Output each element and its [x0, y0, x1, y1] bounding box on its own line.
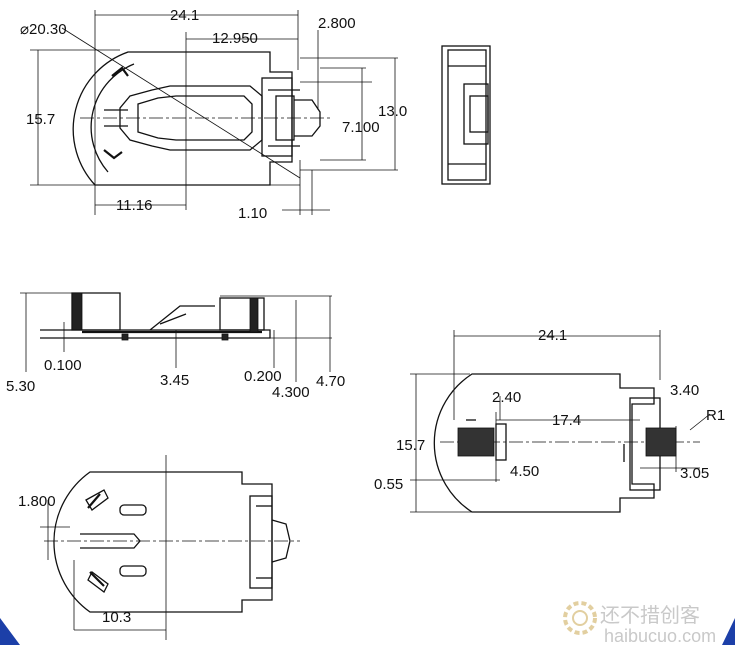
dim-fp-pad-gap: 2.40: [492, 389, 521, 406]
dim-side-thickness-b: 0.200: [244, 368, 282, 385]
dim-pin: 1.10: [238, 205, 267, 222]
dim-fp-pad-len: 4.50: [510, 463, 539, 480]
watermark: 还不措创客 haibucuo.com: [563, 601, 716, 645]
dim-height: 15.7: [26, 111, 55, 128]
watermark-url: haibucuo.com: [604, 626, 716, 645]
dim-side-thickness-a: 0.100: [44, 357, 82, 374]
gear-logo-icon: [563, 601, 597, 635]
corner-accent-right: [722, 618, 735, 645]
dim-side-total: 5.30: [6, 378, 35, 395]
dim-side-mid: 3.45: [160, 372, 189, 389]
dim-side-height-b: 4.70: [316, 373, 345, 390]
dim-bottom-width: 10.3: [102, 609, 131, 626]
dim-bottom-offset: 1.800: [18, 493, 56, 510]
dim-right-height: 13.0: [378, 103, 407, 120]
dim-fp-width: 24.1: [538, 327, 567, 344]
end-view: [441, 45, 491, 185]
dim-diameter: ⌀20.30: [20, 21, 67, 38]
dim-fp-tab: 3.40: [670, 382, 699, 399]
dim-fp-pad-span: 17.4: [552, 412, 581, 429]
dim-fp-height: 15.7: [396, 437, 425, 454]
dim-offset: 12.950: [212, 30, 258, 47]
side-view: 0.100 5.30 3.45 0.200 4.300 4.70: [6, 292, 345, 401]
dim-fp-radius: R1: [706, 407, 725, 424]
bottom-view: 1.800 10.3: [18, 455, 300, 640]
top-view: ⌀20.30 24.1 12.950 2.800 15.7 13.0 7.100…: [20, 7, 407, 222]
dim-tab: 2.800: [318, 15, 356, 32]
dim-left-inner: 11.16: [116, 197, 152, 214]
dim-width: 24.1: [170, 7, 199, 24]
dim-inner: 7.100: [342, 119, 380, 136]
dim-side-height-a: 4.300: [272, 384, 310, 401]
dim-fp-pad-right: 3.05: [680, 465, 709, 482]
watermark-chinese: 还不措创客: [600, 603, 700, 627]
dim-fp-edge: 0.55: [374, 476, 403, 493]
footprint-view: 24.1 2.40 17.4 3.40 R1 15.7 4.50 0.55 3.…: [374, 327, 725, 513]
corner-accent-left: [0, 618, 20, 645]
